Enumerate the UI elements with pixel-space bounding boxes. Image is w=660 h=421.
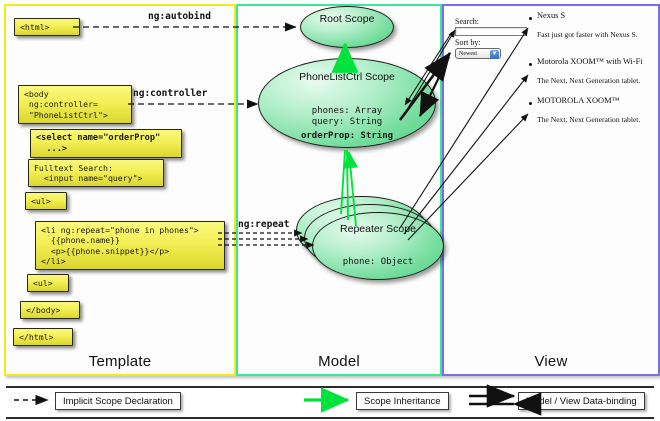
phone-name: Nexus S xyxy=(537,11,566,20)
column-label-template: Template xyxy=(88,353,152,370)
scope-phonelistctrl-title: PhoneListCtrl Scope xyxy=(299,71,395,83)
scope-root-title: Root Scope xyxy=(319,13,375,25)
search-label: Search: xyxy=(455,17,479,26)
code-box-html-open: <html> xyxy=(14,18,80,36)
scope-repeater-title: Repeater Scope xyxy=(340,223,416,235)
legend-item-implicit-scope: Implicit Scope Declaration xyxy=(55,392,181,410)
legend-divider-bottom xyxy=(6,417,654,419)
list-bullet xyxy=(529,63,532,66)
code-box-fulltext-search: Fulltext Search: <input name="query"> xyxy=(28,159,164,187)
code-box-body-open: <body ng:controller= "PhoneListCtrl"> xyxy=(18,85,132,124)
code-box-ul-close: <ul> xyxy=(27,274,69,292)
scope-phonelistctrl-props-plain: phones: Array query: String xyxy=(311,106,383,127)
list-bullet xyxy=(529,17,532,20)
legend-item-scope-inheritance: Scope Inheritance xyxy=(356,392,449,410)
legend-divider-top xyxy=(6,386,654,388)
list-bullet xyxy=(529,102,532,105)
scope-repeater-props: phone: Object xyxy=(342,257,414,267)
code-box-li-repeat: <li ng:repeat="phone in phones"> {{phone… xyxy=(35,221,225,270)
code-box-ul-open: <ul> xyxy=(25,192,67,210)
phone-snippet: The Next, Next Generation tablet. xyxy=(537,76,641,85)
code-box-body-close: </body> xyxy=(20,301,80,319)
phone-snippet: The Next, Next Generation tablet. xyxy=(537,115,641,124)
edge-label-controller: ng:controller xyxy=(133,88,208,99)
phone-snippet: Fast just got faster with Nexus S. xyxy=(537,30,638,39)
code-box-select: <select name="orderProp" ...> xyxy=(30,129,182,158)
phone-name: MOTOROLA XOOM™ xyxy=(537,96,620,105)
column-label-view: View xyxy=(534,353,568,370)
edge-label-repeat: ng:repeat xyxy=(238,219,290,230)
column-label-model: Model xyxy=(318,353,360,370)
phone-name: Motorola XOOM™ with Wi-Fi xyxy=(537,57,643,66)
scope-phonelistctrl-props-bold: orderProp: String xyxy=(300,131,394,141)
edge-label-autobind: ng:autobind xyxy=(148,11,211,22)
code-box-html-close: </html> xyxy=(13,328,73,346)
